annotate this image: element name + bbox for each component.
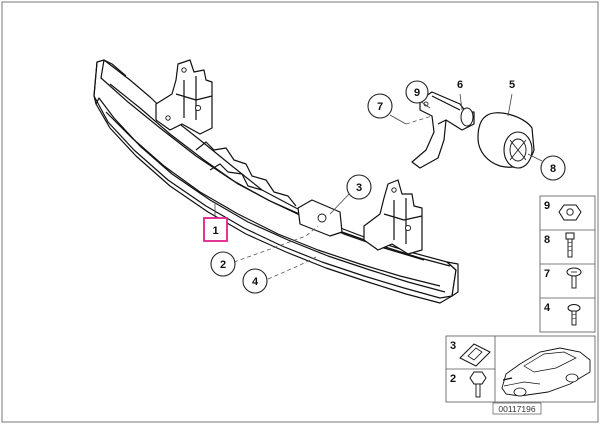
- callout-4: 4: [242, 268, 268, 294]
- callout-3: 3: [346, 174, 372, 200]
- fastener-label-7: 7: [544, 268, 550, 280]
- callout-1: 1: [203, 217, 228, 242]
- callout-2: 2: [210, 251, 236, 277]
- bottom-label-3: 3: [450, 340, 456, 352]
- callout-label-7: 7: [377, 101, 383, 113]
- bottom-label-2: 2: [450, 373, 456, 385]
- callout-label-1: 1: [212, 225, 218, 237]
- callout-label-8: 8: [550, 163, 556, 175]
- screw-icon: [566, 267, 582, 289]
- callout-label-5: 5: [509, 79, 515, 91]
- reference-code: 00117196: [498, 404, 535, 414]
- fastener-label-8: 8: [544, 234, 550, 246]
- callout-5: 5: [509, 79, 515, 91]
- callout-label-2: 2: [220, 259, 226, 271]
- fastener-label-9: 9: [544, 200, 550, 212]
- car-locator-icon: [501, 347, 591, 397]
- fastener-table: 9 8 7 4: [539, 195, 596, 333]
- callout-6: 6: [457, 79, 463, 91]
- callout-9: 9: [405, 80, 429, 104]
- leader-lines: [214, 93, 543, 280]
- callout-8: 8: [540, 155, 566, 181]
- callout-7: 7: [367, 93, 393, 119]
- callout-label-4: 4: [252, 276, 259, 288]
- bumper-carrier: [93, 59, 459, 304]
- support-bracket: [411, 91, 475, 169]
- bottom-table: 3 2 00117196: [445, 335, 596, 415]
- washer-screw-icon: [567, 304, 581, 326]
- hex-bolt-icon: [469, 371, 487, 398]
- callout-label-6: 6: [457, 79, 463, 91]
- callout-label-3: 3: [356, 182, 362, 194]
- nut-icon: [558, 204, 582, 221]
- highlight-box: [203, 217, 228, 242]
- clip-nut-icon: [459, 343, 491, 367]
- bolt-icon: [565, 232, 575, 258]
- impact-damper: [477, 112, 535, 169]
- callout-label-9: 9: [414, 87, 420, 99]
- fastener-label-4: 4: [544, 302, 551, 314]
